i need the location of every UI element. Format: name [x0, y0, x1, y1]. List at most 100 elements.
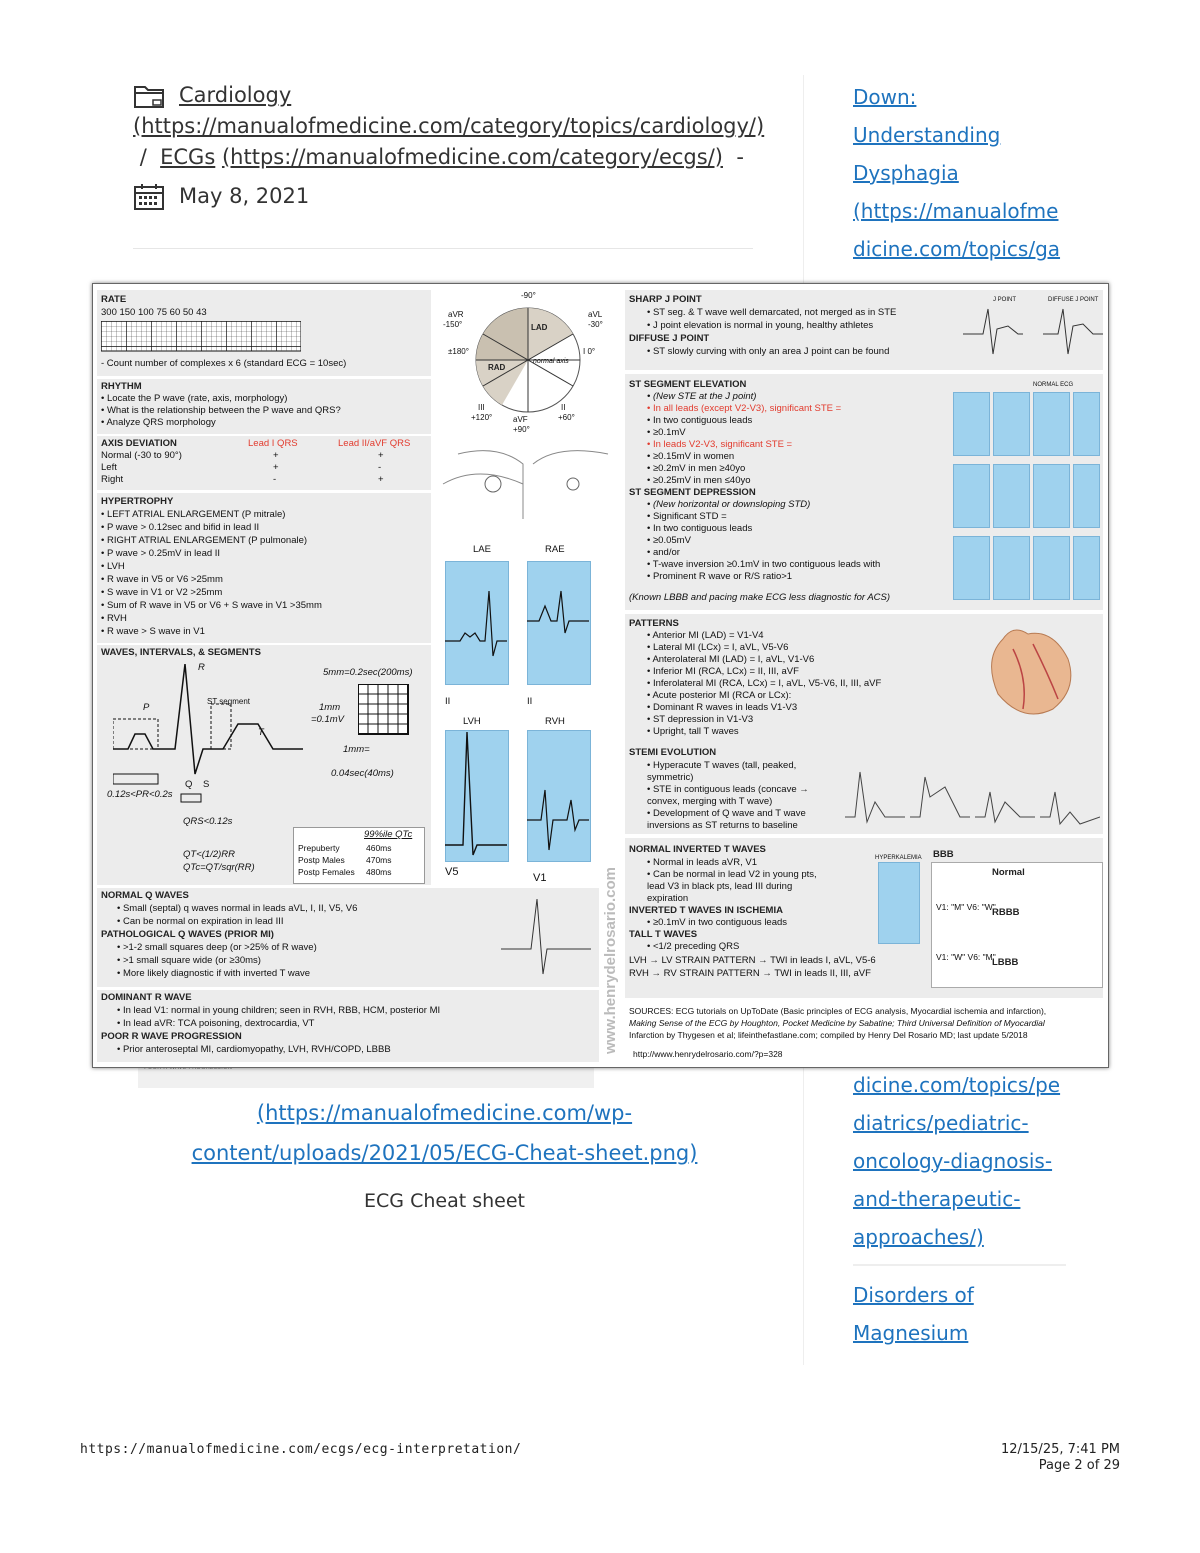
- bbb-normal: Normal: [992, 867, 1025, 878]
- bbb-lbbb: LBBB: [992, 957, 1019, 968]
- grid-label-4: 1mm=: [343, 744, 370, 755]
- axis-val: +: [273, 462, 279, 473]
- hypertrophy-line: • RVH: [101, 613, 127, 624]
- wave-label-s: S: [203, 779, 210, 790]
- pattern-line: • Anterior MI (LAD) = V1-V4: [647, 630, 764, 641]
- category-url-ecgs[interactable]: (https://manualofmedicine.com/category/e…: [221, 145, 723, 169]
- post-date: May 8, 2021: [179, 184, 310, 208]
- strip-label: II: [527, 696, 533, 707]
- stemi-line: inversions as ST returns to baseline: [647, 820, 798, 831]
- hypertrophy-line: • LEFT ATRIAL ENLARGEMENT (P mitrale): [101, 509, 286, 520]
- ecg-strip-rae: [527, 561, 591, 685]
- qtc-val: 470ms: [366, 855, 392, 865]
- j-point-panel: [625, 290, 1103, 370]
- inv-t-line: lead V3 in black pts, lead III during: [647, 881, 793, 892]
- axis-val: -: [378, 462, 382, 473]
- lead-strip: [1073, 536, 1100, 600]
- isch-line: • ≥0.1mV in two contiguous leads: [647, 917, 788, 928]
- wheel-label: RAD: [488, 363, 506, 372]
- inv-t-line: expiration: [647, 893, 689, 904]
- inv-t-line: • Normal in leads aVR, V1: [647, 857, 757, 868]
- sidebar-link-magnesium[interactable]: Disorders of Magnesium: [853, 1283, 974, 1345]
- rhythm-item-3: • Analyze QRS morphology: [101, 417, 216, 428]
- wheel-label: -150°: [443, 320, 463, 329]
- wheel-label: +90°: [513, 425, 530, 434]
- q-wave-sketch: [501, 898, 591, 975]
- ste-line: • ≥0.15mV in women: [647, 451, 735, 462]
- wave-label-t: T: [258, 727, 264, 738]
- pqrst-waveform: [113, 664, 303, 803]
- axis-row-left: Left: [101, 462, 117, 473]
- hypertrophy-line: • P wave > 0.25mV in lead II: [101, 548, 221, 559]
- category-link-ecgs[interactable]: ECGs: [160, 145, 216, 169]
- axis-val: +: [378, 474, 384, 485]
- strain-line: LVH → LV STRAIN PATTERN → TWI in leads I…: [629, 955, 876, 966]
- pattern-line: • Inferior MI (RCA, LCx) = II, III, aVF: [647, 666, 799, 677]
- grid-label-2: 1mm: [319, 702, 341, 713]
- std-title: ST SEGMENT DEPRESSION: [629, 487, 756, 498]
- rate-grid: [101, 321, 301, 352]
- strip-label: LAE: [473, 544, 491, 555]
- sharp-j-title: SHARP J POINT: [629, 294, 702, 305]
- path-q-line: • >1-2 small squares deep (or >25% of R …: [117, 942, 317, 953]
- std-line: • Significant STD =: [647, 511, 727, 522]
- wheel-label: LAD: [531, 323, 548, 332]
- axis-col-lead-ii: Lead II/aVF QRS: [338, 438, 411, 449]
- wheel-label: ±180°: [448, 347, 469, 356]
- diffuse-j-title: DIFFUSE J POINT: [629, 333, 710, 344]
- wheel-label: I 0°: [583, 347, 596, 356]
- ecg-cheat-sheet-image[interactable]: RATE 300 150 100 75 60 50 43 - Count num…: [92, 283, 1109, 1068]
- hypertrophy-line: • RIGHT ATRIAL ENLARGEMENT (P pulmonale): [101, 535, 308, 546]
- post-meta: Cardiology (https://manualofmedicine.com…: [133, 80, 813, 212]
- lead-placement-sketch: [442, 450, 609, 519]
- qtc-row: Postp Females: [298, 867, 355, 877]
- wave-label-r: R: [198, 662, 205, 673]
- hypertrophy-line: • LVH: [101, 561, 125, 572]
- inv-t-title: NORMAL INVERTED T WAVES: [629, 844, 766, 855]
- axis-row-normal: Normal (-30 to 90°): [101, 450, 182, 461]
- ste-line: • In leads V2-V3, significant STE =: [647, 439, 793, 450]
- ste-line: • ≥0.1mV: [647, 427, 686, 438]
- wheel-label: aVF: [513, 415, 528, 424]
- strain-line: RVH → RV STRAIN PATTERN → TWI in leads I…: [629, 968, 871, 979]
- qtc-val: 460ms: [366, 843, 392, 853]
- sidebar-item-pediatric-oncology[interactable]: dicine.com/topics/pe diatrics/pediatric-…: [853, 1066, 1083, 1256]
- std-line: • Prominent R wave or R/S ratio>1: [647, 571, 793, 582]
- category-url-cardiology[interactable]: (https://manualofmedicine.com/category/t…: [133, 114, 765, 138]
- image-link-line-1[interactable]: (https://manualofmedicine.com/wp-: [92, 1094, 797, 1132]
- sidebar-link-pediatric-oncology[interactable]: dicine.com/topics/pe diatrics/pediatric-…: [853, 1073, 1061, 1249]
- j-point-label: J POINT: [993, 297, 1017, 303]
- ste-line: • ≥0.25mV in men ≤40yo: [647, 475, 751, 486]
- stemi-title: STEMI EVOLUTION: [629, 747, 717, 758]
- wave-label-q: Q: [185, 779, 193, 790]
- hyperkalemia-strip: [878, 862, 920, 944]
- hyperkalemia-label: HYPERKALEMIA: [875, 855, 922, 861]
- ecg-trace: [445, 731, 507, 856]
- lbbb-note: (Known LBBB and pacing make ECG less dia…: [629, 592, 891, 603]
- sidebar-item-dysphagia[interactable]: Down: Understanding Dysphagia (https://m…: [853, 78, 1083, 268]
- j-point-label: DIFFUSE J POINT: [1048, 297, 1099, 303]
- image-link[interactable]: content/uploads/2021/05/ECG-Cheat-sheet.…: [191, 1141, 698, 1165]
- strip-label: RVH: [545, 716, 565, 727]
- ste-title: ST SEGMENT ELEVATION: [629, 379, 747, 390]
- hypertrophy-line: • S wave in V1 or V2 >25mm: [101, 587, 223, 598]
- wheel-label: normal axis: [533, 358, 569, 365]
- grid-label-3: =0.1mV: [311, 714, 345, 725]
- ecg-trace: [527, 789, 589, 851]
- heart-illustration: [991, 629, 1072, 715]
- image-link[interactable]: (https://manualofmedicine.com/wp-: [256, 1101, 633, 1125]
- lead-strip: [1033, 392, 1070, 456]
- sidebar-item-magnesium[interactable]: Disorders of Magnesium: [853, 1276, 1083, 1352]
- poor-r-title: POOR R WAVE PROGRESSION: [101, 1031, 242, 1042]
- isch-title: INVERTED T WAVES IN ISCHEMIA: [629, 905, 783, 916]
- category-link-cardiology[interactable]: Cardiology: [179, 83, 292, 107]
- image-link-line-2[interactable]: content/uploads/2021/05/ECG-Cheat-sheet.…: [92, 1134, 797, 1172]
- sidebar-link-dysphagia[interactable]: Down: Understanding Dysphagia (https://m…: [853, 85, 1061, 261]
- wave-label-qt: QT<(1/2)RR: [183, 849, 235, 860]
- footer-page: Page 2 of 29: [1038, 1458, 1120, 1473]
- patterns-title: PATTERNS: [629, 618, 679, 629]
- pattern-line: • Lateral MI (LCx) = I, aVL, V5-V6: [647, 642, 789, 653]
- bbb-table: Normal V1: "M" V6: "W" RBBB V1: "W" V6: …: [931, 862, 1103, 988]
- pattern-line: • Acute posterior MI (RCA or LCx):: [647, 690, 792, 701]
- hypertrophy-title: HYPERTROPHY: [101, 496, 174, 507]
